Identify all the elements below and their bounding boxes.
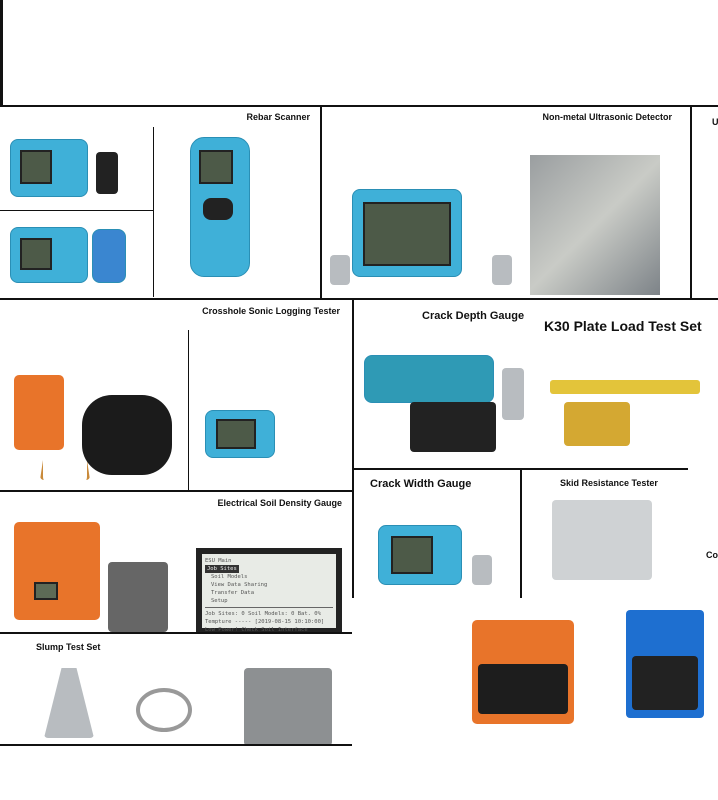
device-screen (216, 419, 256, 449)
rebar-device-front-2 (10, 227, 88, 283)
panel-title: Crack Depth Gauge (422, 310, 525, 322)
screen-status: Low Power! Check Soil Interface (205, 627, 308, 633)
blue-case (626, 610, 704, 718)
soil-screen: ESU Main Job Sites Soil Models View Data… (196, 548, 342, 633)
menu-item: Soil Models (211, 574, 248, 580)
device-screen (34, 582, 58, 600)
menu-item: Transfer Data (211, 590, 255, 596)
probe (502, 368, 524, 420)
rebar-device-side (92, 229, 126, 283)
panel-title: Skid Resistance Tester (560, 478, 658, 488)
rebar-handheld-scanner (190, 137, 250, 277)
screen-status: Job Sites: 0 Soil Models: 0 Bat. 0% (205, 611, 321, 617)
soil-probes (108, 562, 168, 632)
menu-item: Setup (211, 598, 228, 604)
divider (153, 127, 154, 297)
divider (0, 210, 153, 211)
menu-item: View Data Sharing (211, 582, 268, 588)
panel-crack-width: Crack Width Gauge (352, 468, 522, 600)
screen-divider (205, 607, 333, 608)
panel-ultrasonic-detector: Non-metal Ultrasonic Detector (320, 105, 692, 300)
orange-case (472, 620, 574, 724)
panel-crack-depth-k30: Crack Depth Gauge K30 Plate Load Test Se… (352, 298, 718, 470)
crack-depth-device (364, 355, 494, 403)
skid-tester (552, 500, 652, 580)
menu-item: Job Sites (205, 565, 239, 573)
panel-cut-right-top: U (690, 105, 718, 300)
soil-gauge-case (14, 522, 100, 620)
transducer (492, 255, 512, 285)
panel-title: Electrical Soil Density Gauge (217, 498, 342, 508)
left-edge (0, 0, 3, 112)
base-plate (244, 668, 332, 744)
panel-title: Slump Test Set (36, 642, 101, 652)
panel-cut-right-mid: Co (688, 468, 718, 600)
panel-title: Crosshole Sonic Logging Tester (202, 306, 340, 316)
rebar-device-front (10, 139, 88, 197)
panel-rebar-scanner: Rebar Scanner (0, 105, 322, 300)
device-screen (20, 150, 52, 184)
screen-status: Tempture ----- [2019-08-15 10:10:00] (205, 619, 325, 625)
transducer (330, 255, 350, 285)
tablet (410, 402, 496, 452)
rebar-probe (96, 152, 118, 194)
panel-slump-test: Slump Test Set (0, 632, 354, 746)
field-photo (530, 155, 660, 295)
panel-title: Non-metal Ultrasonic Detector (542, 112, 672, 122)
device-screen (391, 536, 433, 574)
panel-skid-resistance: Skid Resistance Tester (520, 468, 690, 600)
panel-cases (352, 598, 718, 746)
case-foam (478, 664, 568, 714)
ultrasonic-device (352, 189, 462, 277)
ring-frame (136, 688, 192, 732)
panel-title: Crack Width Gauge (370, 478, 472, 490)
instrument-case (14, 375, 64, 450)
panel-soil-density: Electrical Soil Density Gauge ESU Main J… (0, 490, 354, 634)
crack-width-device (378, 525, 462, 585)
panel-title: U (712, 117, 718, 127)
device-screen (20, 238, 52, 270)
device-screen (363, 202, 451, 266)
panel-title: Co (706, 550, 718, 560)
cable-reels (82, 395, 172, 475)
panel-title: Rebar Scanner (246, 112, 310, 122)
slump-cone (44, 668, 94, 738)
screen-header: ESU Main (205, 558, 232, 564)
device-screen (199, 150, 233, 184)
divider (188, 330, 189, 490)
crosshole-device (205, 410, 275, 458)
panel-title: K30 Plate Load Test Set (544, 318, 702, 334)
menu-row: Job Sites (205, 565, 333, 573)
k30-gauge-case (564, 402, 630, 446)
panel-crosshole: Crosshole Sonic Logging Tester (0, 298, 354, 492)
keypad (203, 198, 233, 220)
k30-frame (550, 380, 700, 394)
microscope-probe (472, 555, 492, 585)
case-foam (632, 656, 698, 710)
